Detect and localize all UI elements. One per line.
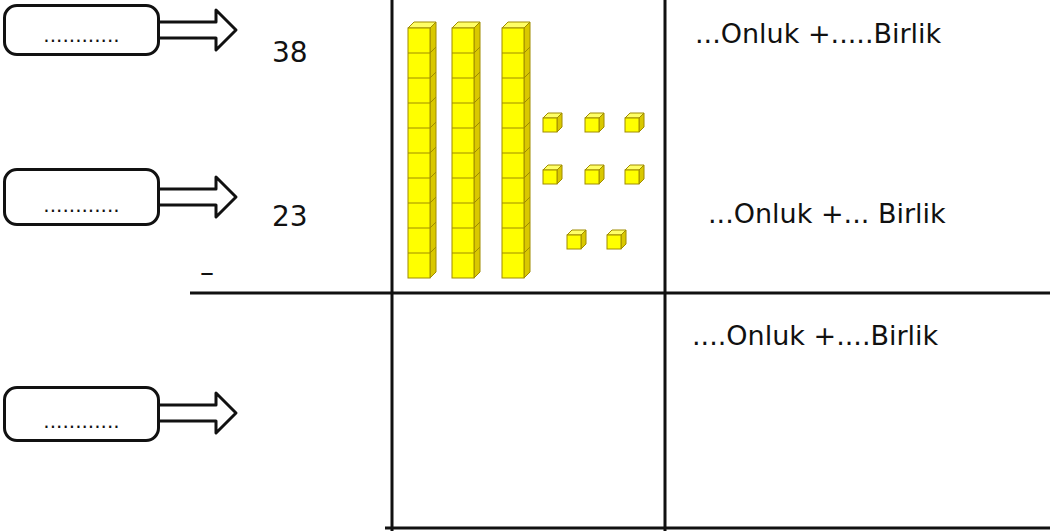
place-value-line: ...Onluk +.....Birlik — [695, 18, 941, 50]
place-value-line: ....Onluk +....Birlik — [692, 320, 938, 352]
minuend-number: 38 — [272, 36, 308, 70]
blank-dots: ............ — [43, 25, 119, 45]
answer-box: ............ — [3, 386, 160, 442]
blank-dots: ............ — [43, 195, 119, 215]
base-ten-blocks — [408, 22, 644, 278]
answer-box: ............ — [3, 168, 160, 226]
table-lines — [190, 0, 1050, 531]
minus-sign: – — [200, 256, 214, 290]
pointer-arrows — [160, 10, 236, 433]
blank-dots: ............ — [43, 411, 119, 431]
answer-box: ............ — [3, 4, 160, 56]
place-value-line: ...Onluk +... Birlik — [708, 198, 946, 230]
subtrahend-number: 23 — [272, 200, 308, 234]
